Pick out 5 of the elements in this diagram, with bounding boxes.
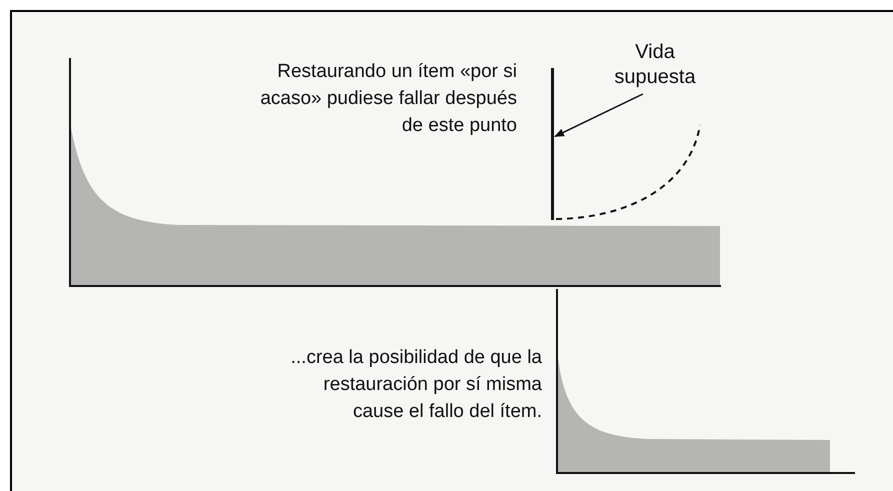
annotation-text: Vida supuesta: [600, 40, 710, 90]
arrow: [554, 93, 644, 138]
vertical-line: [551, 68, 554, 220]
annotation-text: ...crea la posibilidad de que la restauración por sí misma cause el fallo del ítem.: [290, 346, 542, 424]
annotation-text: Restaurando un ítem «por si acaso» pudiese fallar después de este punto: [259, 60, 517, 138]
